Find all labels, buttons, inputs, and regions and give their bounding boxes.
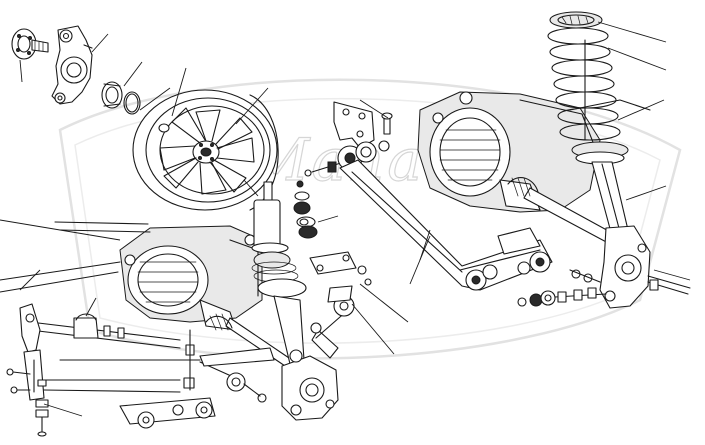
wheel-bearing — [101, 81, 123, 109]
alloy-road-wheel — [132, 89, 279, 211]
upper-link-left — [199, 251, 372, 367]
subframe-crossmember-left — [0, 221, 151, 293]
wishbone-pivot-bolt — [304, 140, 390, 177]
rear-upright-left — [281, 329, 339, 421]
coil-spring-right — [547, 11, 629, 165]
differential-casing-right — [417, 91, 651, 213]
damper-mount-bushes — [293, 180, 318, 239]
drop-link-assembly — [6, 349, 49, 437]
subframe-mount-bracket — [333, 101, 393, 149]
bearing-circlip — [123, 91, 141, 115]
rear-upright-right — [599, 225, 691, 309]
differential-casing-left — [119, 225, 263, 331]
callout-leader-lines — [0, 21, 691, 417]
hub-carrier-upright — [51, 25, 93, 105]
lower-wishbone-left — [39, 359, 216, 429]
anti-roll-bar-clamp — [73, 313, 125, 339]
shock-absorber-left — [251, 181, 307, 365]
toe-link-right — [517, 269, 607, 307]
trailing-link-bushes — [183, 329, 267, 403]
wheel-hub-flange — [11, 28, 49, 60]
lower-wishbone-right — [339, 159, 553, 291]
